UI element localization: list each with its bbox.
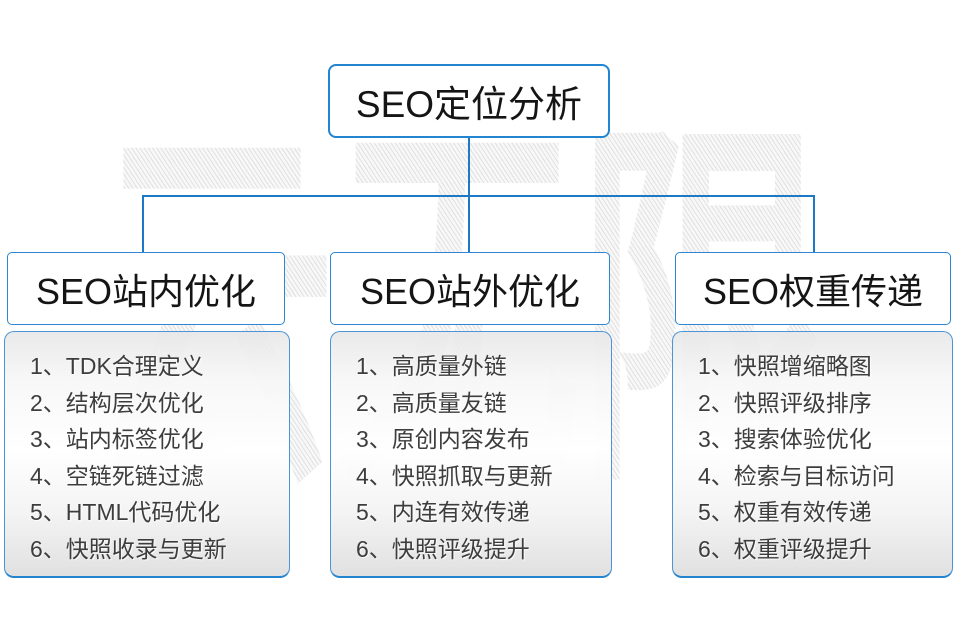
list-item: 5、内连有效传递 <box>356 499 530 525</box>
list-item: 2、快照评级排序 <box>698 389 872 416</box>
connector-right-vertical <box>813 195 815 252</box>
branch-node-onsite: SEO站内优化 <box>7 252 285 325</box>
list-item: 1、TDK合理定义 <box>30 353 204 379</box>
list-item: 5、HTML代码优化 <box>30 499 221 525</box>
list-item: 3、原创内容发布 <box>356 426 530 452</box>
offsite-item-list: 1、高质量外链 2、高质量友链 3、原创内容发布 4、快照抓取与更新 5、内连有… <box>331 332 611 567</box>
list-item: 3、站内标签优化 <box>30 426 204 452</box>
connector-horizontal <box>142 195 815 197</box>
list-item: 4、检索与目标访问 <box>698 462 895 489</box>
list-item: 1、高质量外链 <box>356 353 507 379</box>
root-node-label: SEO定位分析 <box>355 84 583 125</box>
branch-node-weight: SEO权重传递 <box>675 252 951 325</box>
list-item: 5、权重有效传递 <box>698 499 872 525</box>
list-item: 6、快照收录与更新 <box>30 535 227 562</box>
list-item: 1、快照增缩略图 <box>698 353 872 379</box>
panel-onsite: 1、TDK合理定义 2、结构层次优化 3、站内标签优化 4、空链死链过滤 5、H… <box>4 331 290 578</box>
list-item: 4、空链死链过滤 <box>30 462 204 489</box>
root-node: SEO定位分析 <box>328 64 610 138</box>
panel-weight: 1、快照增缩略图 2、快照评级排序 3、搜索体验优化 4、检索与目标访问 5、权… <box>672 331 953 578</box>
weight-item-list: 1、快照增缩略图 2、快照评级排序 3、搜索体验优化 4、检索与目标访问 5、权… <box>673 332 952 567</box>
panel-offsite: 1、高质量外链 2、高质量友链 3、原创内容发布 4、快照抓取与更新 5、内连有… <box>330 331 612 578</box>
onsite-item-list: 1、TDK合理定义 2、结构层次优化 3、站内标签优化 4、空链死链过滤 5、H… <box>5 332 289 567</box>
list-item: 6、权重评级提升 <box>698 535 872 562</box>
list-item: 4、快照抓取与更新 <box>356 462 553 489</box>
branch-node-offsite-label: SEO站外优化 <box>359 270 581 312</box>
list-item: 2、结构层次优化 <box>30 389 204 416</box>
connector-left-vertical <box>142 195 144 252</box>
branch-node-offsite: SEO站外优化 <box>330 252 610 325</box>
branch-node-weight-label: SEO权重传递 <box>702 270 924 312</box>
branch-node-onsite-label: SEO站内优化 <box>35 270 257 312</box>
list-item: 2、高质量友链 <box>356 389 507 416</box>
list-item: 3、搜索体验优化 <box>698 426 872 452</box>
list-item: 6、快照评级提升 <box>356 535 530 562</box>
